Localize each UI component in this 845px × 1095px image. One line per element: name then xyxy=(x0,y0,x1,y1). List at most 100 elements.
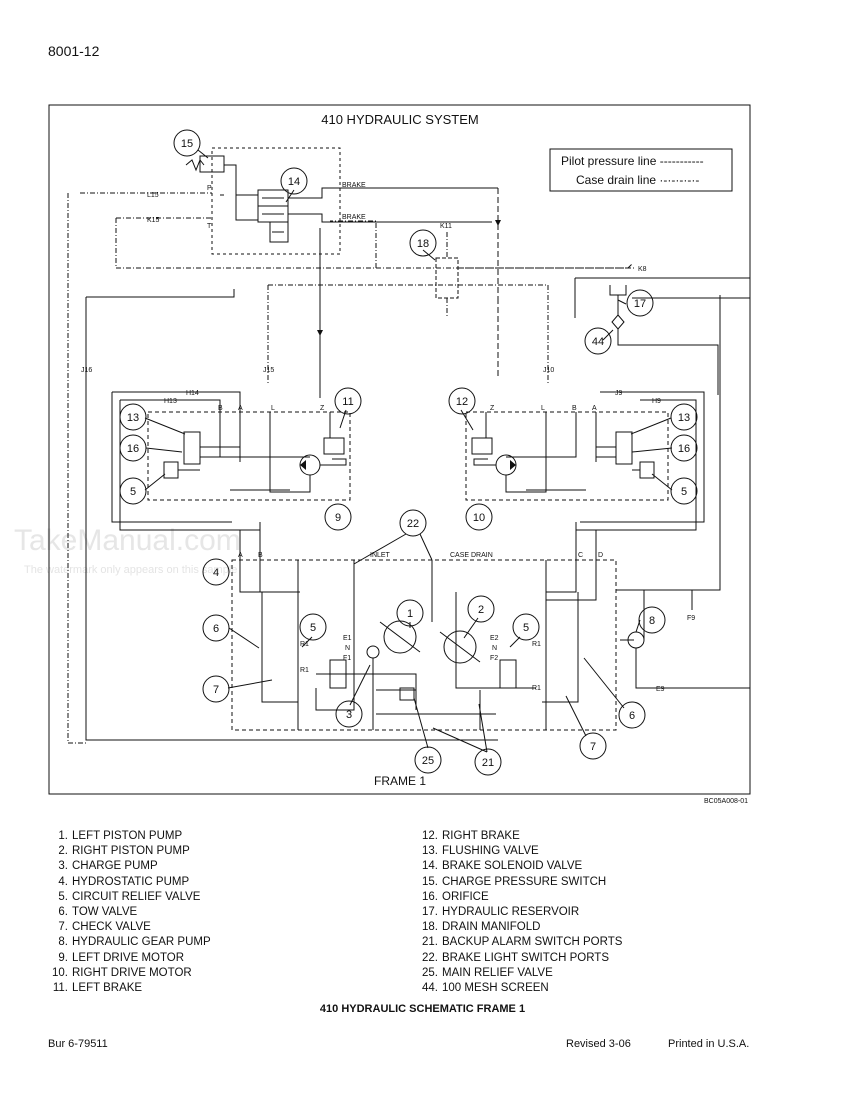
hydrostatic-pump-block xyxy=(231,295,750,731)
legend-item: 2.RIGHT PISTON PUMP xyxy=(58,845,190,858)
label-f9: F9 xyxy=(687,615,695,622)
callout-6-right: 6 xyxy=(618,701,646,729)
line-legend-box xyxy=(549,148,733,192)
svg-text:13: 13 xyxy=(127,412,139,424)
legend-item: 14.BRAKE SOLENOID VALVE xyxy=(422,860,583,873)
svg-text:25: 25 xyxy=(422,755,434,767)
svg-text:22: 22 xyxy=(407,518,419,530)
callout-8: 8 xyxy=(638,606,666,634)
label-b-right: B xyxy=(572,405,577,412)
svg-text:9: 9 xyxy=(335,512,341,524)
label-k11: K11 xyxy=(440,223,452,230)
legend-item: 3.CHARGE PUMP xyxy=(58,860,158,873)
right-drive-motor-block xyxy=(465,391,705,531)
callout-leaders xyxy=(144,149,673,753)
label-k15: K15 xyxy=(147,217,160,224)
svg-text:21: 21 xyxy=(482,757,494,769)
label-n2: N xyxy=(492,645,497,652)
callout-11: 11 xyxy=(334,387,362,415)
legend-pilot-line: Pilot pressure line ----------- xyxy=(561,154,704,168)
callout-13-left: 13 xyxy=(119,403,147,431)
drawing-code: BC05A008-01 xyxy=(704,798,748,805)
legend-item: 22.BRAKE LIGHT SWITCH PORTS xyxy=(422,951,609,964)
legend-item: 16.ORIFICE xyxy=(422,890,489,903)
left-return-lines xyxy=(67,193,549,744)
svg-text:6: 6 xyxy=(629,710,635,722)
callout-9: 9 xyxy=(324,503,352,531)
diagram-frame xyxy=(48,104,751,795)
label-b-left: B xyxy=(218,405,223,412)
svg-text:5: 5 xyxy=(130,486,136,498)
svg-text:1: 1 xyxy=(407,608,413,620)
legend-item: 25.MAIN RELIEF VALVE xyxy=(422,966,553,979)
label-case-drain: CASE DRAIN xyxy=(450,552,493,559)
legend-item: 18.DRAIN MANIFOLD xyxy=(422,921,541,934)
svg-text:10: 10 xyxy=(473,512,485,524)
label-f1: F1 xyxy=(343,655,351,662)
callout-2: 2 xyxy=(467,595,495,623)
parts-legend-right: 12.RIGHT BRAKE 13.FLUSHING VALVE 14.BRAK… xyxy=(420,829,622,996)
svg-text:2: 2 xyxy=(478,604,484,616)
label-h13: H13 xyxy=(164,398,177,405)
label-l15: L15 xyxy=(147,192,159,199)
callout-7-right: 7 xyxy=(579,732,607,760)
label-frame-a: A xyxy=(238,552,243,559)
legend-item: 1.LEFT PISTON PUMP xyxy=(58,830,183,842)
callout-22: 22 xyxy=(399,509,427,537)
label-n1: N xyxy=(345,645,350,652)
svg-text:7: 7 xyxy=(213,684,219,696)
svg-text:5: 5 xyxy=(681,486,687,498)
legend-item: 5.CIRCUIT RELIEF VALVE xyxy=(58,890,201,903)
callout-15: 15 xyxy=(173,129,201,157)
drain-manifold xyxy=(268,232,633,318)
label-e9: E9 xyxy=(656,686,665,693)
callout-5-right-motor: 5 xyxy=(670,477,698,505)
label-e2: E2 xyxy=(490,635,499,642)
svg-text:16: 16 xyxy=(127,443,139,455)
label-a-right: A xyxy=(592,405,597,412)
legend-item: 9.LEFT DRIVE MOTOR xyxy=(58,951,185,964)
callout-3: 3 xyxy=(335,700,363,728)
legend-item: 44.100 MESH SCREEN xyxy=(422,982,549,995)
legend-item: 11.LEFT BRAKE xyxy=(52,982,143,995)
footer-revised: Revised 3-06 xyxy=(566,1038,631,1050)
label-inlet: INLET xyxy=(370,552,391,559)
label-brake-1: BRAKE xyxy=(342,182,366,189)
legend-item: 4.HYDROSTATIC PUMP xyxy=(58,875,190,888)
svg-text:13: 13 xyxy=(678,412,690,424)
label-l-left: L xyxy=(271,405,275,412)
label-f2: F2 xyxy=(490,655,498,662)
page-number: 8001-12 xyxy=(48,43,100,59)
svg-text:8: 8 xyxy=(649,615,655,627)
label-z-left: Z xyxy=(320,405,325,412)
svg-text:18: 18 xyxy=(417,238,429,250)
svg-text:14: 14 xyxy=(288,176,300,188)
label-h14: H14 xyxy=(186,390,199,397)
svg-text:4: 4 xyxy=(213,567,219,579)
callout-5-left-frame: 5 xyxy=(299,613,327,641)
svg-text:3: 3 xyxy=(346,709,352,721)
label-frame-d: D xyxy=(598,552,603,559)
label-z-right: Z xyxy=(490,405,495,412)
label-brake-2: BRAKE xyxy=(342,214,366,221)
legend-item: 15.CHARGE PRESSURE SWITCH xyxy=(422,875,607,888)
callout-16-right: 16 xyxy=(670,434,698,462)
label-h9: H9 xyxy=(652,398,661,405)
callout-6-left: 6 xyxy=(202,614,230,642)
label-j10: J10 xyxy=(543,367,554,374)
legend-case-drain-line: Case drain line ·-·-·-·-·- xyxy=(576,173,699,187)
callout-10: 10 xyxy=(465,503,493,531)
callout-4: 4 xyxy=(202,558,230,586)
watermark-subtext: The watermark only appears on this sampl… xyxy=(24,564,238,576)
callout-25: 25 xyxy=(414,746,442,774)
callout-5-right-frame: 5 xyxy=(512,613,540,641)
parts-legend-left: 1.LEFT PISTON PUMP 2.RIGHT PISTON PUMP 3… xyxy=(50,829,211,996)
legend-item: 13.FLUSHING VALVE xyxy=(422,845,539,858)
figure-caption: 410 HYDRAULIC SCHEMATIC FRAME 1 xyxy=(319,1003,526,1015)
label-l-right: L xyxy=(541,405,545,412)
label-frame-b: B xyxy=(258,552,263,559)
svg-text:12: 12 xyxy=(456,396,468,408)
callout-17: 17 xyxy=(626,289,654,317)
svg-text:17: 17 xyxy=(634,298,646,310)
legend-item: 12.RIGHT BRAKE xyxy=(422,830,520,842)
